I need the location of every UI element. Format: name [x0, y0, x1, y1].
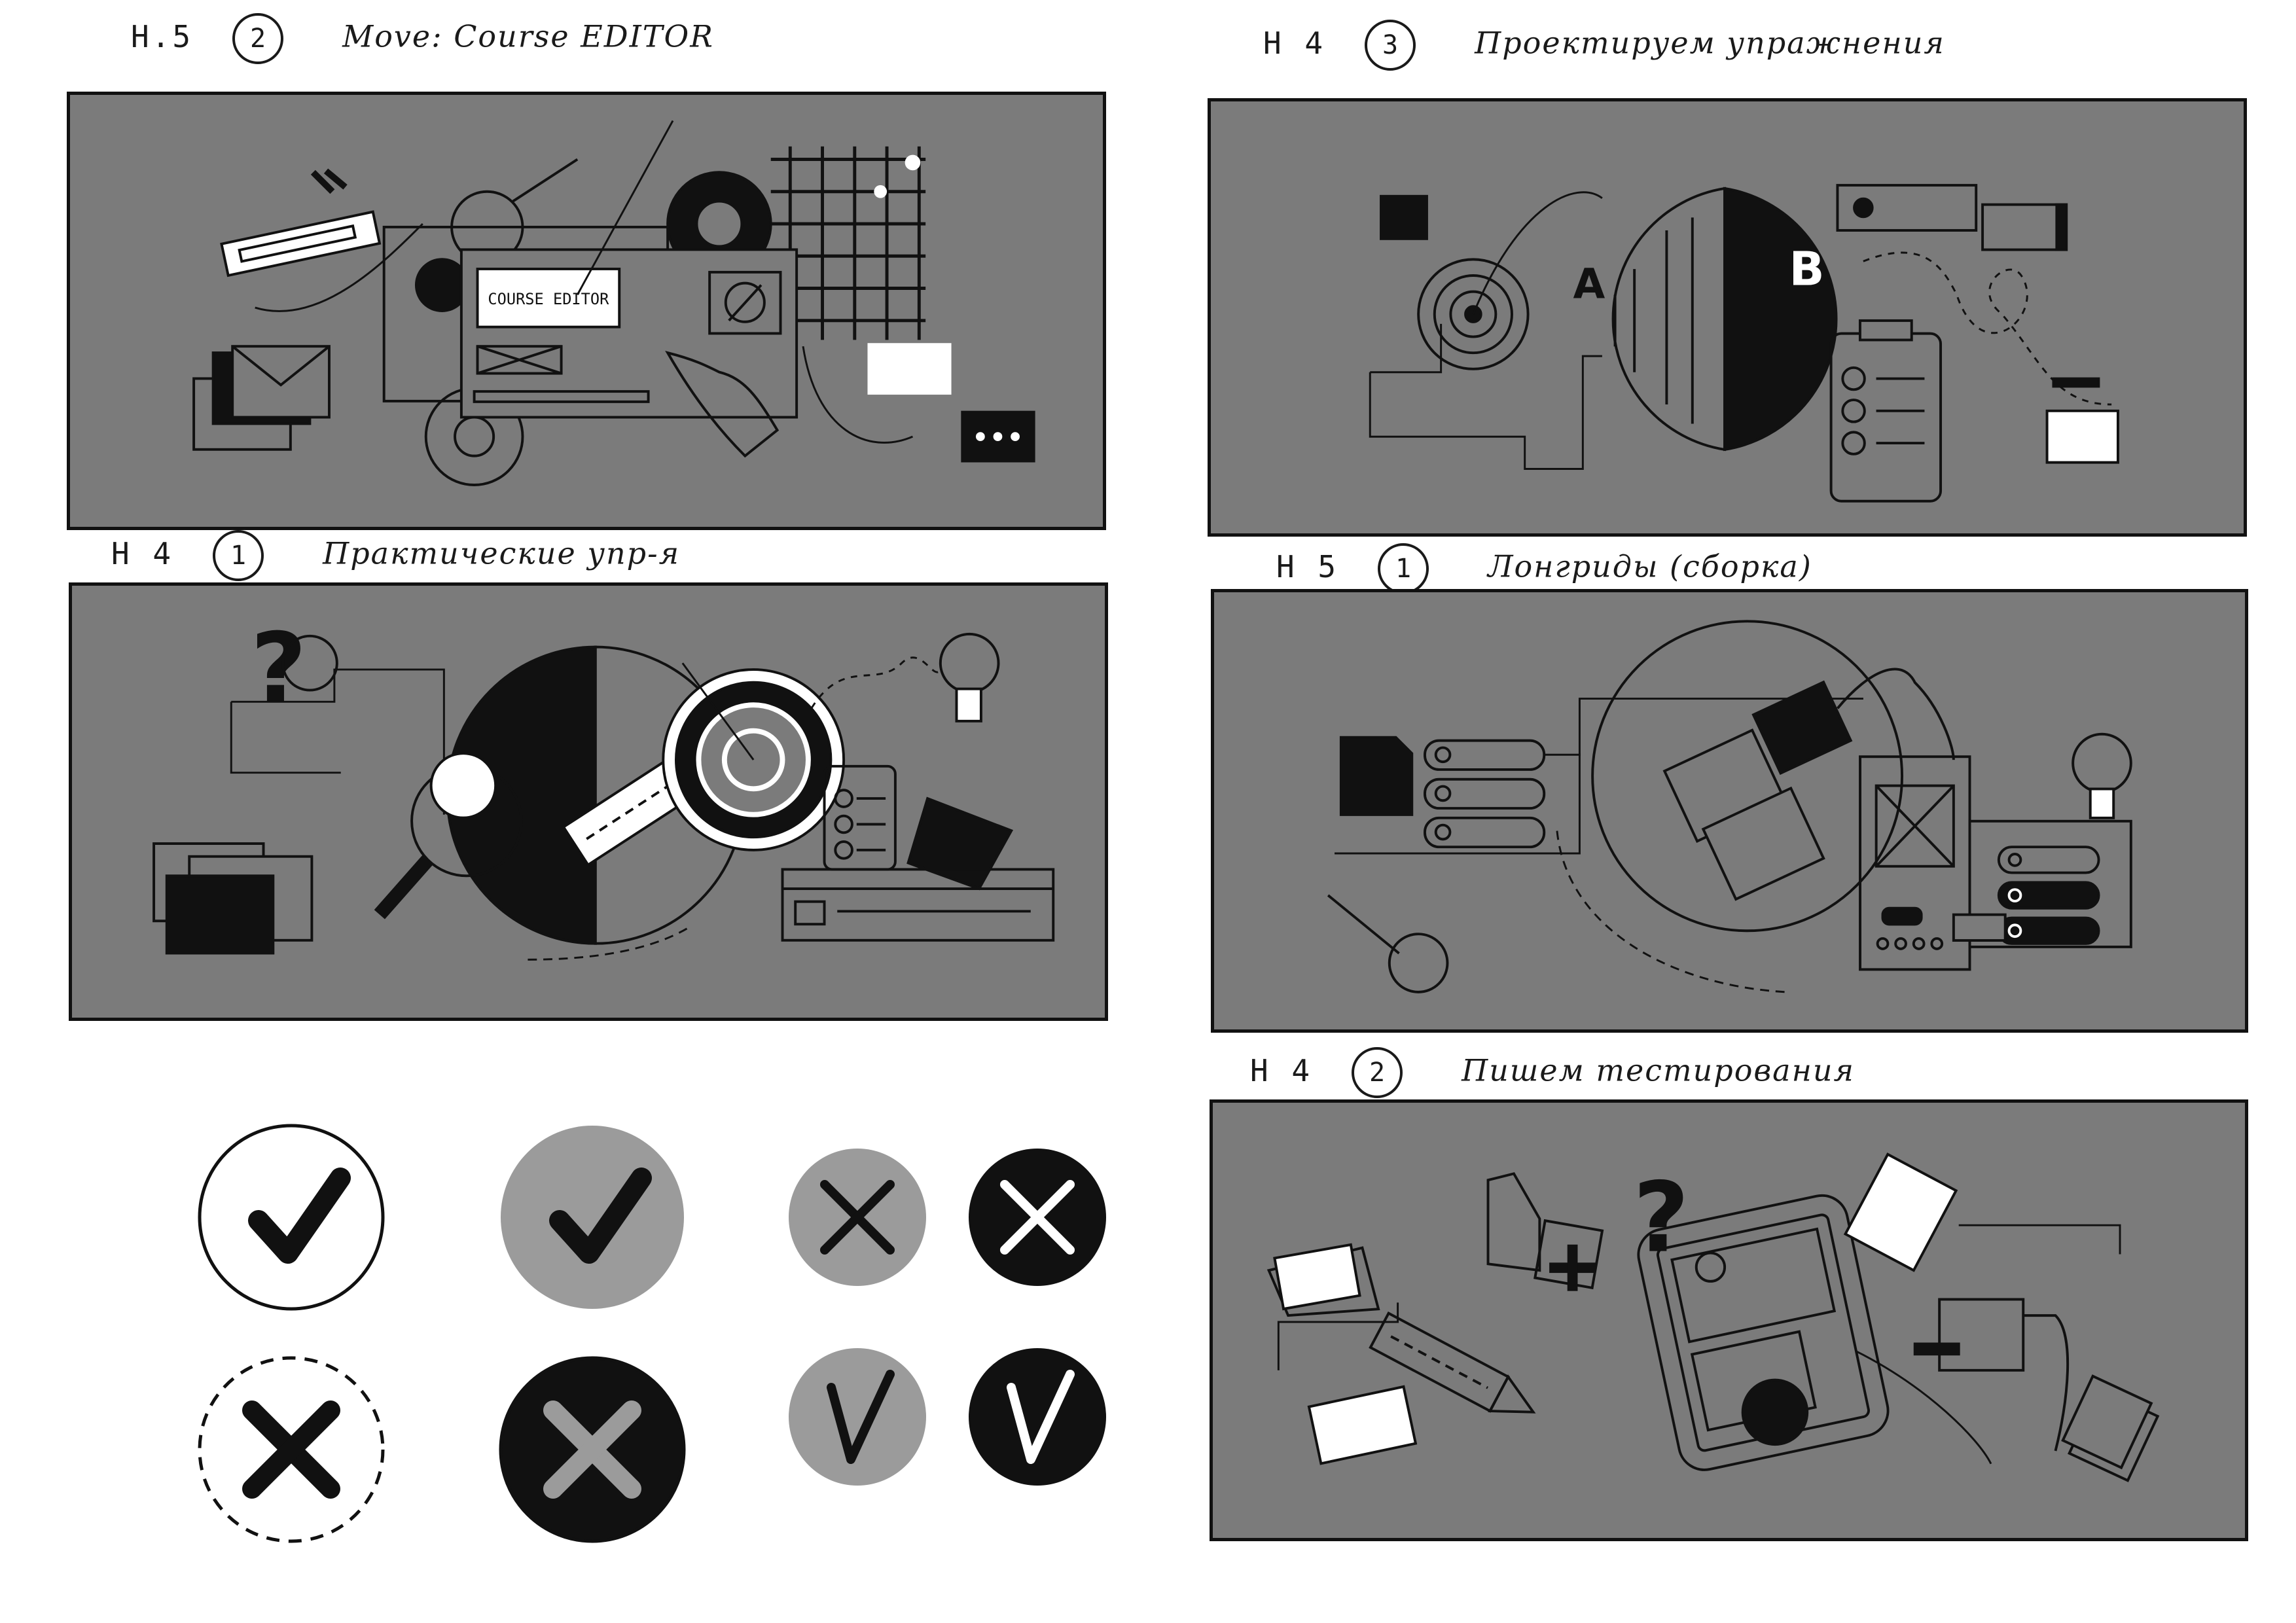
folder-icon	[1266, 1243, 1380, 1317]
plus-icon	[1549, 1244, 1596, 1291]
frame-5-code: H 4	[1250, 1052, 1313, 1088]
frame-2-number: 3	[1365, 20, 1416, 71]
letter-a: A	[1573, 259, 1605, 308]
frame-1-illustration: COURSE EDITOR	[192, 120, 1035, 486]
status-icon-set	[196, 1113, 1145, 1558]
frame-3-caption: H 4 1 Практические упр-я	[111, 530, 680, 581]
hand-icon	[1837, 668, 1955, 760]
black-dot-icon	[1741, 1378, 1809, 1446]
frame-1-panel: COURSE EDITOR	[67, 92, 1106, 530]
thumbs-up-icon	[1486, 1172, 1604, 1290]
ping-pong-paddle-icon	[374, 752, 523, 919]
pencil-icon	[1369, 1311, 1536, 1414]
cross-black-circle-icon	[499, 1356, 686, 1543]
frame-3-code: H 4	[111, 535, 174, 571]
chat-bubble-dots	[961, 410, 1035, 463]
frame-4-illustration	[1327, 620, 2132, 993]
frame-4-panel	[1211, 589, 2248, 1033]
frame-3-illustration: ?	[152, 612, 1055, 961]
cross-dashed-circle-icon	[198, 1356, 385, 1543]
frame-1-number: 2	[232, 13, 284, 64]
question-mark-icon: ?	[1633, 1162, 1689, 1274]
windows-stack-icon	[152, 842, 314, 955]
frame-4-title: Лонгриды (сборка)	[1488, 548, 1812, 584]
frame-4-code: H 5	[1276, 548, 1339, 584]
course-editor-label: COURSE EDITOR	[488, 290, 609, 308]
frame-4-number: 1	[1378, 543, 1429, 594]
frame-2-title: Проектируем упражнения	[1475, 25, 1945, 61]
status-icons	[198, 1124, 1106, 1543]
question-mark-icon: ?	[251, 612, 307, 724]
toggle-list-icon	[1423, 739, 1546, 849]
card-icon	[906, 796, 1014, 891]
chat-bubble-white	[867, 343, 952, 395]
target-spiral-icon	[1417, 258, 1530, 370]
frame-5-title: Пишем тестирования	[1462, 1052, 1855, 1088]
target-icon	[662, 662, 846, 851]
frame-2-code: H 4	[1263, 25, 1326, 61]
envelope-icon	[192, 345, 331, 451]
lightbulb-icon	[939, 632, 1000, 722]
course-editor-label-box	[476, 267, 621, 329]
notes-stack-icon	[2061, 1374, 2160, 1482]
magnifier-icon	[450, 158, 579, 264]
hand-icon	[665, 350, 780, 458]
maze-circle-icon	[1611, 187, 1838, 452]
frame-2-illustration: A B	[1369, 184, 2119, 503]
cross-gray-blot-icon	[789, 1149, 926, 1286]
file-icon	[1339, 736, 1414, 816]
thumbs-down-icon	[1938, 1298, 2070, 1452]
browser-bar-icon	[220, 210, 382, 277]
big-circle	[1591, 620, 1904, 933]
magnifier-icon	[1327, 894, 1449, 993]
frame-2-caption: H 4 3 Проектируем упражнения	[1263, 20, 1945, 71]
frame-5-number: 2	[1352, 1047, 1403, 1098]
frame-5-caption: H 4 2 Пишем тестирования	[1250, 1047, 1855, 1098]
puzzle-icon	[1662, 680, 1853, 901]
frame-5-illustration: ?	[1266, 1152, 2160, 1482]
check-gray-blot-icon	[789, 1348, 926, 1486]
check-gray-circle-icon	[501, 1126, 684, 1309]
cross-black-blot-icon	[969, 1149, 1106, 1286]
letter-b: B	[1789, 242, 1825, 296]
frame-1-title: Move: Course EDITOR	[342, 18, 714, 54]
frame-3-panel: ?	[69, 582, 1108, 1021]
lightbulb-icon	[2072, 732, 2132, 819]
settings-panel-icon	[1952, 819, 2132, 948]
frame-1-code: H.5	[131, 18, 194, 54]
toolbar-icon	[1836, 184, 2068, 251]
striped-tile-icon	[1843, 1152, 1958, 1272]
minus-icon	[1913, 1342, 1960, 1356]
chalk-square-icon	[1380, 194, 1428, 240]
frame-3-number: 1	[213, 530, 264, 581]
check-black-blot-icon	[969, 1348, 1106, 1486]
frame-1-caption: H.5 2 Move: Course EDITOR	[131, 13, 714, 64]
check-outline-circle-icon	[198, 1124, 385, 1311]
stairs-icon	[2045, 377, 2119, 464]
checklist-clipboard-icon	[1829, 319, 1943, 503]
frame-5-panel: ?	[1210, 1099, 2248, 1541]
striped-card-icon	[1307, 1385, 1418, 1465]
frame-4-caption: H 5 1 Лонгриды (сборка)	[1276, 543, 1812, 594]
frame-2-panel: A B	[1208, 98, 2247, 537]
form-bar-icon	[781, 868, 1055, 942]
frame-3-title: Практические упр-я	[323, 535, 681, 571]
